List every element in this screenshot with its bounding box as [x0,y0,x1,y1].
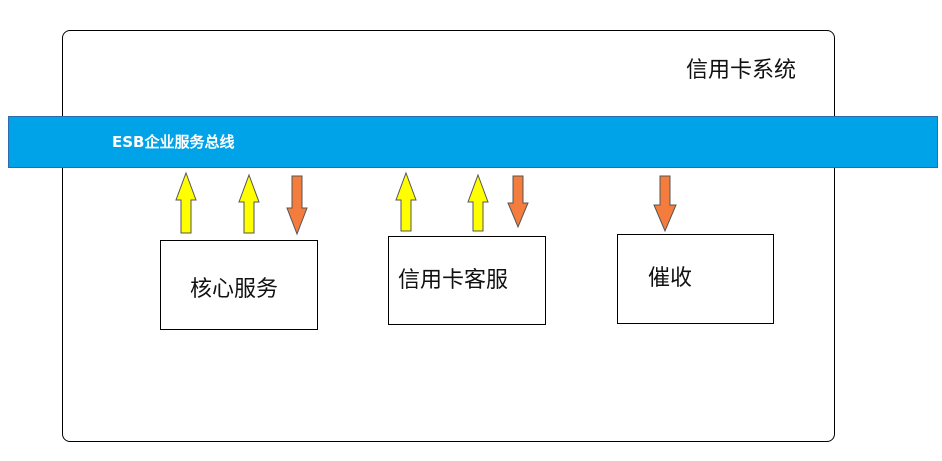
esb-bus-label: ESB企业服务总线 [112,133,235,151]
component-core-service [160,240,318,330]
component-credit-card-service-label: 信用卡客服 [398,268,509,293]
component-collection [617,234,774,324]
component-core-service-label: 核心服务 [190,277,279,302]
component-collection-label: 催收 [648,266,693,291]
component-credit-card-service [388,236,546,325]
system-title: 信用卡系统 [686,58,797,83]
esb-bus: ESB企业服务总线 [8,116,938,168]
